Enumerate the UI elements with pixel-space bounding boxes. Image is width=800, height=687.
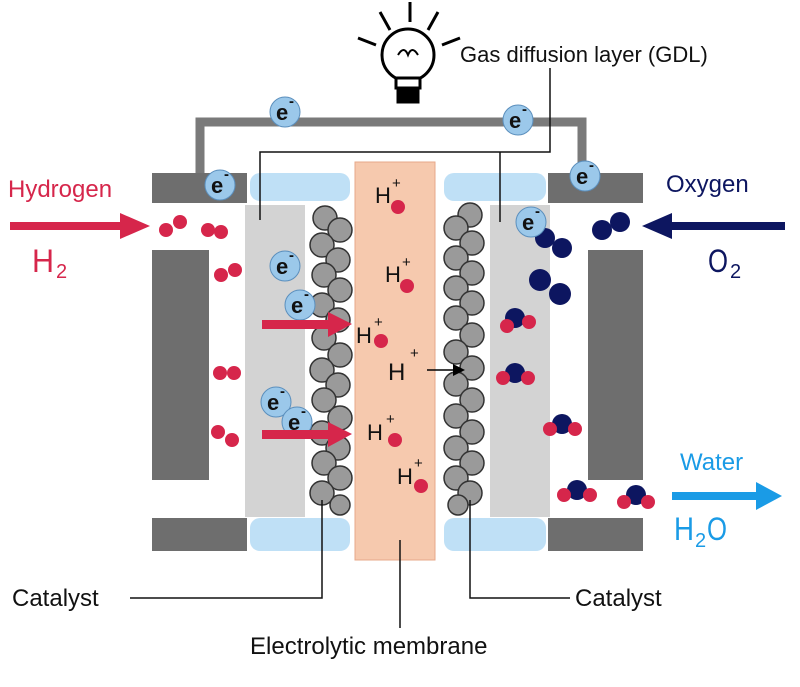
electrolytic-membrane xyxy=(354,161,436,561)
membrane-label: Electrolytic membrane xyxy=(250,633,487,660)
svg-text:e: e xyxy=(276,254,288,279)
svg-text:+: + xyxy=(402,254,411,271)
hydrogen-molecules xyxy=(159,215,242,447)
svg-text:H: H xyxy=(32,243,54,279)
water-molecules xyxy=(496,308,655,509)
svg-text:+: + xyxy=(374,314,383,331)
gdl-anode xyxy=(245,205,305,517)
electron-symbols: e- e- e- e- e- e- e- e- e- xyxy=(211,93,594,435)
svg-text:e: e xyxy=(576,164,588,189)
light-bulb-icon xyxy=(357,2,461,104)
svg-text:-: - xyxy=(535,203,540,220)
svg-text:e: e xyxy=(288,410,300,435)
electron-6 xyxy=(269,250,301,282)
protons: H+ H+ H+ H+ H+ H+ xyxy=(356,175,428,493)
water-label: Water xyxy=(680,449,743,476)
svg-text:+: + xyxy=(392,175,401,192)
water-outlet-arrow-icon xyxy=(672,482,782,510)
electrons xyxy=(204,96,601,438)
hydrogen-flow-arrows xyxy=(262,312,352,447)
svg-text:+: + xyxy=(386,411,395,428)
svg-text:-: - xyxy=(224,166,229,183)
svg-text:H: H xyxy=(397,464,413,489)
svg-text:+: + xyxy=(410,345,419,362)
gdl-cathode xyxy=(490,205,550,517)
o2-formula: O 2 xyxy=(708,243,741,283)
catalyst-left-label: Catalyst xyxy=(12,585,99,612)
svg-text:2: 2 xyxy=(695,530,706,552)
electron-8 xyxy=(260,386,292,418)
gas-channels xyxy=(250,173,546,551)
leader-lines xyxy=(130,68,570,628)
svg-text:e: e xyxy=(211,173,223,198)
svg-text:-: - xyxy=(289,247,294,264)
bipolar-plates xyxy=(152,173,643,551)
svg-text:H: H xyxy=(674,511,694,547)
arrow-left-icon xyxy=(642,213,785,239)
arrow-right-icon xyxy=(10,213,150,239)
gdl-label: Gas diffusion layer (GDL) xyxy=(460,42,708,67)
hydrogen-label: Hydrogen xyxy=(8,176,112,203)
svg-text:-: - xyxy=(289,93,294,110)
svg-text:2: 2 xyxy=(730,261,741,283)
svg-text:e: e xyxy=(291,293,303,318)
svg-text:H: H xyxy=(385,262,401,287)
electron-5 xyxy=(515,206,547,238)
electron-4 xyxy=(569,160,601,192)
electron-1 xyxy=(269,96,301,128)
svg-text:H: H xyxy=(375,183,391,208)
svg-text:O: O xyxy=(707,511,727,547)
svg-text:e: e xyxy=(276,100,288,125)
svg-text:2: 2 xyxy=(56,261,67,283)
svg-text:O: O xyxy=(708,243,728,279)
svg-text:-: - xyxy=(522,101,527,118)
circuit-wire xyxy=(195,117,587,175)
catalyst-right-label: Catalyst xyxy=(575,585,662,612)
svg-text:-: - xyxy=(304,286,309,303)
electron-2 xyxy=(502,104,534,136)
catalyst-cathode xyxy=(443,202,485,516)
svg-text:H: H xyxy=(388,359,405,386)
svg-text:H: H xyxy=(367,420,383,445)
svg-text:-: - xyxy=(589,157,594,174)
svg-text:e: e xyxy=(509,108,521,133)
svg-text:H: H xyxy=(356,323,372,348)
svg-text:e: e xyxy=(522,210,534,235)
svg-text:-: - xyxy=(280,383,285,400)
h2o-formula: H 2 O xyxy=(674,511,727,552)
svg-text:+: + xyxy=(414,455,423,472)
catalyst-anode xyxy=(309,205,353,516)
svg-text:e: e xyxy=(267,390,279,415)
oxygen-label: Oxygen xyxy=(666,171,749,198)
electron-3 xyxy=(204,169,236,201)
h2-formula: H 2 xyxy=(32,243,67,283)
svg-text:-: - xyxy=(301,403,306,420)
